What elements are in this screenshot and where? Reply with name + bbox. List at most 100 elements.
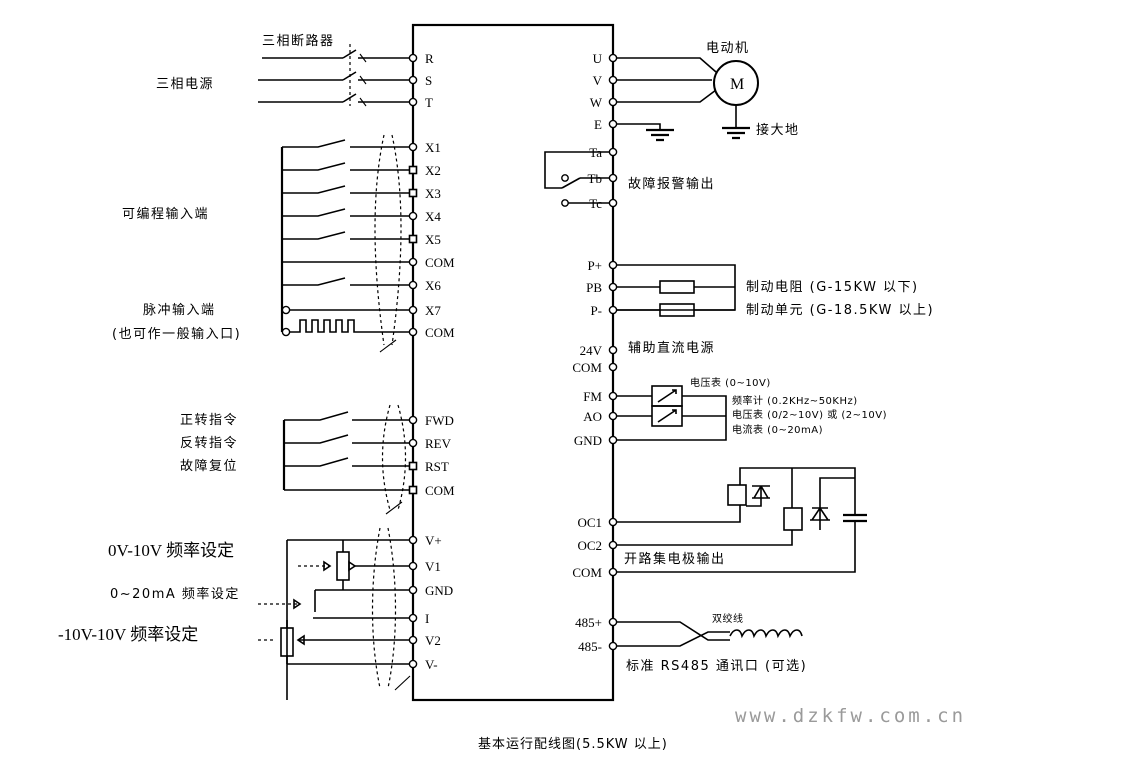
prog-input-label: 可编程输入端 (122, 206, 209, 222)
terminal-s-left-1 (408, 75, 418, 85)
terminal-v2-left-20 (408, 635, 418, 645)
terminal-v1-left-17 (408, 561, 418, 571)
terminal-label-right-2: W (590, 95, 603, 110)
terminal-label-right-7: P+ (587, 258, 602, 273)
terminal-label-left-9: X6 (425, 278, 441, 293)
power-label: 三相电源 (156, 77, 214, 92)
breaker-label: 三相断路器 (262, 33, 335, 49)
rs485-label: 标准 RS485 通讯口 (可选) (626, 659, 807, 674)
terminal-com-right-17 (608, 567, 618, 577)
terminal-label-right-8: PB (586, 280, 602, 295)
pulse-note-label: (也可作一般输入口) (112, 326, 241, 342)
terminal-x3-left-5 (408, 188, 418, 198)
terminal-x5-left-7 (408, 234, 418, 244)
terminal-rev-left-13 (408, 438, 418, 448)
braking-wiring (613, 264, 736, 317)
terminal-label-left-5: X3 (425, 186, 441, 201)
terminal-x6-left-9 (408, 280, 418, 290)
freq-0-20ma-label: 0~20mA 频率设定 (110, 586, 240, 602)
terminal-v-left-16 (408, 535, 418, 545)
terminal-label-right-15: OC1 (577, 515, 602, 530)
terminal-fm-right-12 (608, 391, 618, 401)
terminal-label-right-17: COM (572, 565, 602, 580)
terminal-oc1-right-15 (608, 517, 618, 527)
ammeter-label: 电流表 (0~20mA) (732, 423, 823, 436)
ground-label: 接大地 (756, 122, 800, 138)
terminal-label-right-19: 485- (578, 639, 602, 654)
open-collector-label: 开路集电极输出 (624, 551, 726, 567)
terminal-label-right-10: 24V (580, 343, 603, 358)
terminal-gnd-right-14 (608, 435, 618, 445)
motor-wiring (613, 57, 759, 142)
terminal-label-right-9: P- (590, 303, 602, 318)
terminal-v-left-21 (408, 659, 418, 669)
terminal-com-left-8 (408, 257, 418, 267)
watermark: www.dzkfw.com.cn (735, 705, 966, 727)
terminal-label-left-7: X5 (425, 232, 441, 247)
terminal-label-left-6: X4 (425, 209, 441, 224)
pulse-input-terminal (281, 305, 291, 315)
pulse-common-terminal (281, 327, 291, 337)
terminal-fwd-left-12 (408, 415, 418, 425)
terminal-label-right-0: U (593, 51, 603, 66)
terminal-label-left-11: COM (425, 325, 455, 340)
terminal-label-left-10: X7 (425, 303, 441, 318)
terminal-x7-left-10 (408, 305, 418, 315)
terminal-oc2-right-16 (608, 540, 618, 550)
aux-dc-label: 辅助直流电源 (628, 341, 715, 356)
relay-tc-contact (561, 199, 569, 207)
terminal-x4-left-6 (408, 211, 418, 221)
terminal-label-right-13: AO (583, 409, 602, 424)
analog-input-wiring (258, 527, 413, 700)
analog-output-wiring (613, 385, 727, 441)
terminal-label-left-8: COM (425, 255, 455, 270)
terminal-label-right-4: Ta (589, 145, 602, 160)
terminal-t-left-2 (408, 97, 418, 107)
pulse-input-label: 脉冲输入端 (143, 302, 216, 318)
terminal-label-left-12: FWD (425, 413, 454, 428)
terminal-label-left-20: V2 (425, 633, 441, 648)
brake-unit-label: 制动单元 (G-18.5KW 以上) (746, 303, 934, 318)
terminal-label-right-18: 485+ (575, 615, 602, 630)
terminal-com-right-11 (608, 362, 618, 372)
terminal-gnd-left-18 (408, 585, 418, 595)
terminal-label-left-4: X2 (425, 163, 441, 178)
power-input-wiring (258, 44, 413, 107)
terminal-label-right-14: GND (574, 433, 602, 448)
terminal-label-left-13: REV (425, 436, 452, 451)
diagram-caption: 基本运行配线图(5.5KW 以上) (478, 737, 668, 752)
terminal-label-right-3: E (594, 117, 602, 132)
fault-relay-wiring (544, 151, 613, 204)
terminal-com-left-11 (408, 327, 418, 337)
inverter-body (411, 23, 615, 702)
relay-tb-contact (561, 174, 569, 182)
right-terminals: UVWETaTbTcP+PBP-24VCOMFMAOGNDOC1OC2COM48… (572, 51, 618, 654)
terminal-ta-right-4 (608, 147, 618, 157)
terminal-label-left-16: V+ (425, 533, 442, 548)
motor-symbol: M (730, 76, 744, 93)
terminal-tb-right-5 (608, 173, 618, 183)
freq-pm10v-label: -10V-10V 频率设定 (58, 625, 198, 644)
freq-0-10v-label: 0V-10V 频率设定 (108, 541, 234, 560)
terminal-p-right-9 (608, 305, 618, 315)
terminal-485-right-18 (608, 617, 618, 627)
terminal-rst-left-14 (408, 461, 418, 471)
reverse-label: 反转指令 (180, 436, 238, 451)
terminal-label-left-15: COM (425, 483, 455, 498)
voltmeter-label: 电压表 (0~10V) (690, 376, 771, 389)
terminal-label-right-6: Tc (589, 196, 602, 211)
terminal-pb-right-8 (608, 282, 618, 292)
terminal-u-right-0 (608, 53, 618, 63)
terminal-label-right-1: V (593, 73, 603, 88)
terminal-label-left-17: V1 (425, 559, 441, 574)
terminal-label-left-1: S (425, 73, 432, 88)
terminal-i-left-19 (408, 613, 418, 623)
terminal-label-left-14: RST (425, 459, 449, 474)
brake-resistor-label: 制动电阻 (G-15KW 以下) (746, 280, 919, 295)
reset-label: 故障复位 (180, 459, 238, 474)
terminal-x2-left-4 (408, 165, 418, 175)
terminal-485-right-19 (608, 641, 618, 651)
terminal-label-left-3: X1 (425, 140, 441, 155)
voltmeter2-label: 电压表 (0/2~10V) 或 (2~10V) (732, 408, 887, 421)
